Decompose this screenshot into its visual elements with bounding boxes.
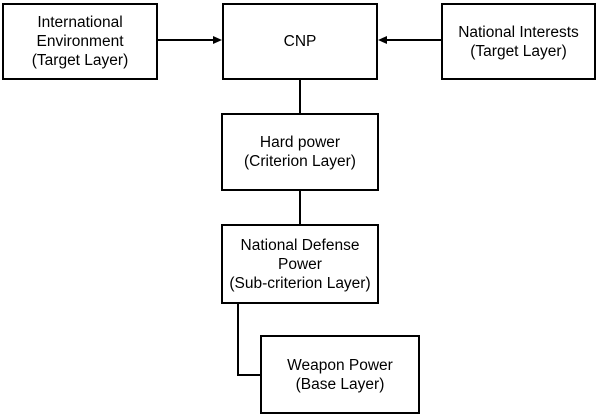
edge-hard-power-to-national-defense-power: [299, 191, 301, 224]
node-international-environment: International Environment (Target Layer): [2, 3, 158, 80]
edge-national-defense-power-to-weapon-power-horizontal: [237, 374, 260, 376]
edge-national-defense-power-to-weapon-power-vertical: [237, 304, 239, 376]
edge-cnp-to-hard-power: [299, 80, 301, 113]
node-hard-power: Hard power (Criterion Layer): [221, 113, 379, 191]
edge-national-interests-to-cnp: [387, 39, 441, 41]
node-weapon-power: Weapon Power (Base Layer): [260, 335, 420, 414]
arrowhead-left-icon: [378, 36, 387, 44]
node-national-defense-power: National Defense Power (Sub-criterion La…: [221, 224, 379, 304]
node-national-interests: National Interests (Target Layer): [441, 3, 596, 80]
arrowhead-right-icon: [213, 36, 222, 44]
node-cnp: CNP: [222, 3, 378, 80]
edge-international-environment-to-cnp: [158, 39, 214, 41]
